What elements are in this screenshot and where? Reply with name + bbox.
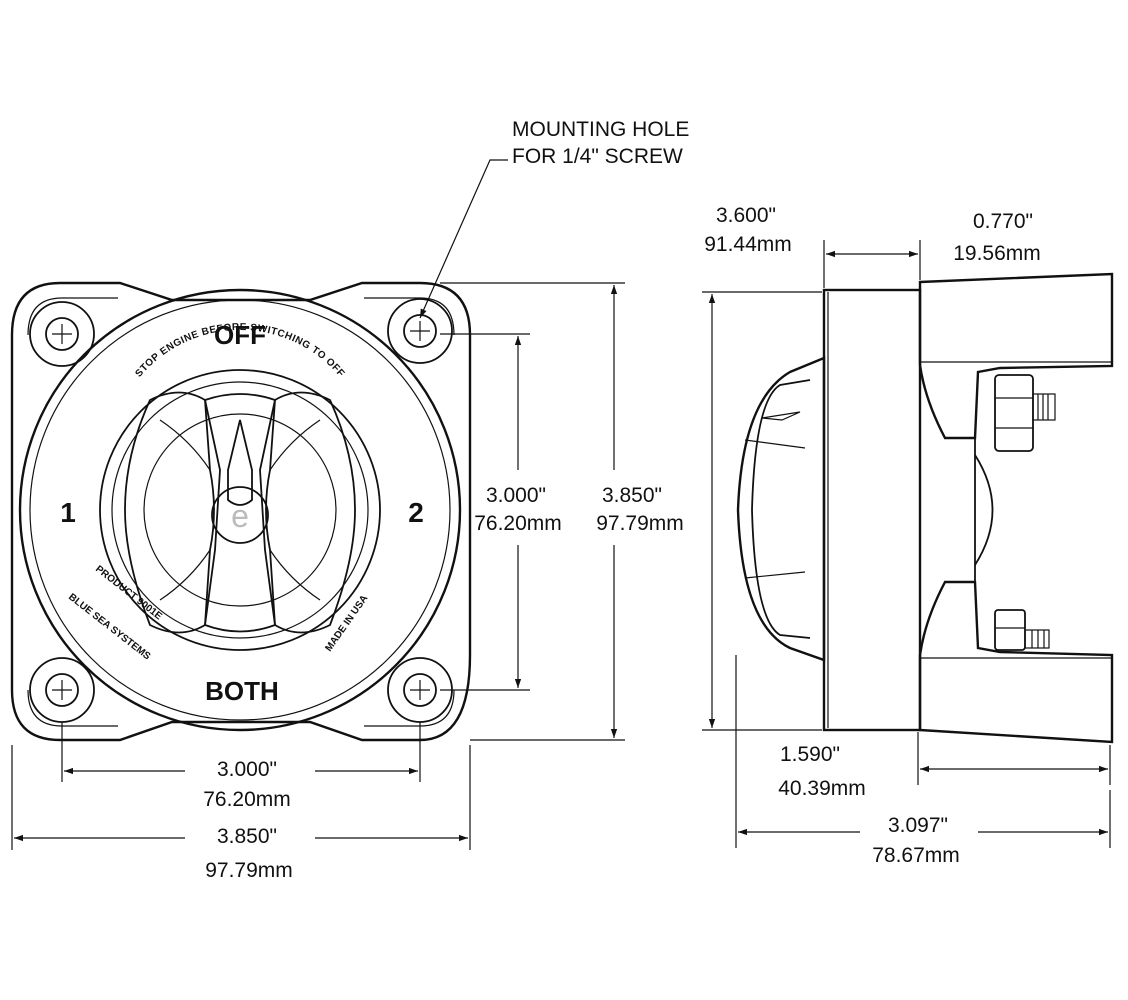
dim-v1-mm: 76.20mm — [474, 512, 562, 535]
terminal-stud-bottom — [994, 609, 1050, 651]
dim-h2-mm: 97.79mm — [205, 859, 293, 882]
switch-face — [18, 288, 462, 732]
dim-flange-depth: 0.770" 19.56mm — [823, 210, 1041, 288]
dim-v2-in: 3.850" — [602, 484, 662, 507]
label-off: OFF — [214, 320, 266, 350]
mounting-hole-top-left — [29, 301, 95, 367]
dim-side-height: 3.600" 91.44mm — [702, 204, 822, 731]
callout-line-1: MOUNTING HOLE — [512, 118, 689, 141]
dim-flange-mm: 19.56mm — [953, 242, 1041, 265]
dim-depth-mm: 78.67mm — [872, 844, 960, 867]
label-position-1: 1 — [60, 497, 76, 528]
dim-overall-height: 3.850" 97.79mm — [440, 282, 684, 741]
dim-hole-spacing-vertical: 3.000" 76.20mm — [440, 333, 562, 691]
side-knob — [736, 356, 826, 662]
label-position-2: 2 — [408, 497, 424, 528]
dim-h2-in: 3.850" — [217, 825, 277, 848]
dim-depth-in: 3.097" — [888, 814, 948, 837]
mounting-hole-bottom-left — [29, 657, 95, 723]
side-body — [822, 288, 922, 732]
dim-h1-mm: 76.20mm — [203, 788, 291, 811]
dim-overall-width: 3.850" 97.79mm — [11, 745, 471, 882]
side-flange-top — [918, 272, 1114, 440]
knob-mark: e — [231, 498, 249, 534]
front-view: e OFF BOTH 1 2 STOP ENGINE BEFORE SWITCH… — [10, 281, 472, 742]
mounting-hole-top-right — [387, 298, 453, 364]
dim-overall-depth: 3.097" 78.67mm — [735, 655, 1111, 867]
mounting-hole-callout: MOUNTING HOLE FOR 1/4" SCREW — [419, 118, 689, 319]
dim-side-h-mm: 91.44mm — [704, 233, 792, 256]
terminal-stud-top — [994, 374, 1056, 452]
dim-v1-in: 3.000" — [486, 484, 546, 507]
dim-front-in: 1.590" — [780, 743, 840, 766]
dim-h1-in: 3.000" — [217, 758, 277, 781]
dim-front-depth: 1.590" 40.39mm — [778, 732, 1111, 800]
callout-line-2: FOR 1/4" SCREW — [512, 145, 683, 168]
dim-front-mm: 40.39mm — [778, 777, 866, 800]
dim-flange-in: 0.770" — [973, 210, 1033, 233]
dim-side-h-in: 3.600" — [716, 204, 776, 227]
dim-v2-mm: 97.79mm — [596, 512, 684, 535]
label-both: BOTH — [205, 676, 279, 706]
dim-hole-spacing-horizontal: 3.000" 76.20mm — [61, 722, 421, 811]
selector-knob: e — [124, 391, 356, 634]
side-view — [736, 272, 1114, 744]
knob-hub — [211, 486, 269, 544]
side-flange-bottom — [918, 580, 1114, 744]
